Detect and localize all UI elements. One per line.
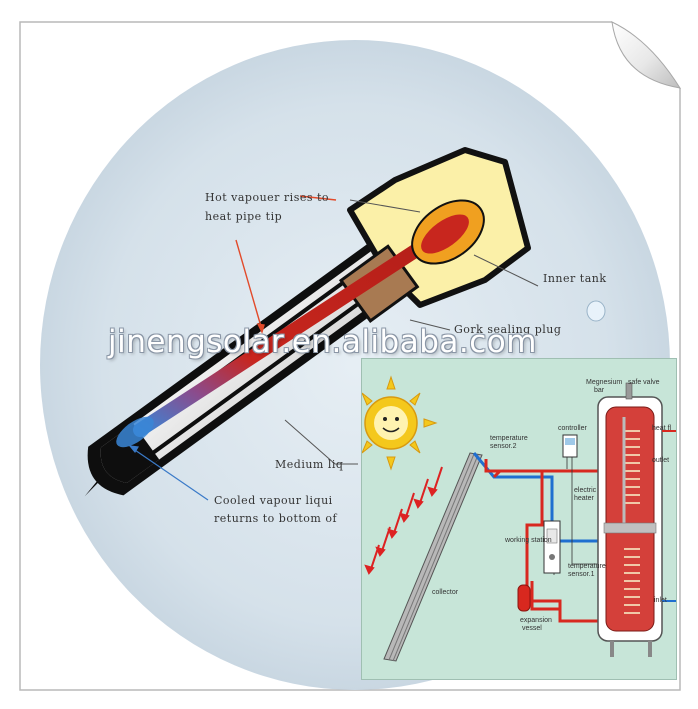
label-controller: controller: [558, 425, 587, 432]
label-hot-vapour-1: Hot vapouer rises to: [205, 191, 330, 204]
red-arrows: [235, 195, 337, 334]
system-diagram: [344, 375, 676, 662]
heat-pipe-condenser: [411, 199, 485, 265]
watermark: jinengsolar.en.alibaba.com: [108, 324, 537, 360]
label-expansion-2: vessel: [522, 625, 542, 632]
label-magnesium-2: bar: [594, 387, 605, 394]
page-curl: [611, 0, 698, 89]
label-outlet: outlet: [652, 457, 670, 464]
leader-lines: [284, 199, 539, 465]
label-safe-valve: safe valve: [628, 379, 660, 386]
label-electric-2: heater: [574, 495, 594, 502]
expansion-vessel: [517, 584, 531, 612]
label-hot-vapour-2: heat pipe tip: [205, 210, 283, 223]
label-temp-sensor2-2: sensor.2: [490, 443, 517, 450]
storage-tank: [597, 382, 676, 657]
label-collector: collector: [432, 589, 459, 596]
water-drop: [586, 300, 606, 322]
blue-arrow: [128, 445, 209, 501]
label-inner-tank: Inner tank: [543, 272, 607, 285]
heat-pipe: [116, 218, 462, 448]
working-station: [543, 520, 561, 574]
label-inlet: inlet: [654, 597, 667, 604]
label-cooled-2: returns to bottom of: [214, 512, 338, 525]
controller: [562, 434, 578, 458]
label-temp-sensor2-1: temperature: [490, 435, 528, 442]
collector-panel: [383, 452, 483, 662]
sun-ray-arrows: [364, 466, 443, 575]
system-diagram-inset: Megnesium bar safe valve heat fl outlet …: [344, 358, 677, 680]
label-temp-sensor1-1: temperature: [568, 563, 606, 570]
label-expansion-1: expansion: [520, 617, 552, 624]
label-electric-1: electric: [574, 487, 597, 494]
label-cooled-1: Cooled vapour liqui: [214, 494, 333, 507]
label-working-station: working station: [505, 537, 552, 544]
label-medium-liquid: Medium liq: [275, 458, 344, 471]
label-magnesium-1: Megnesium: [586, 379, 623, 386]
sun-icon: [344, 375, 438, 471]
label-temp-sensor1-2: sensor.1: [568, 571, 595, 578]
label-cork-plug: Gork sealing plug: [454, 323, 562, 336]
label-heat-fl: heat fl: [652, 425, 672, 432]
